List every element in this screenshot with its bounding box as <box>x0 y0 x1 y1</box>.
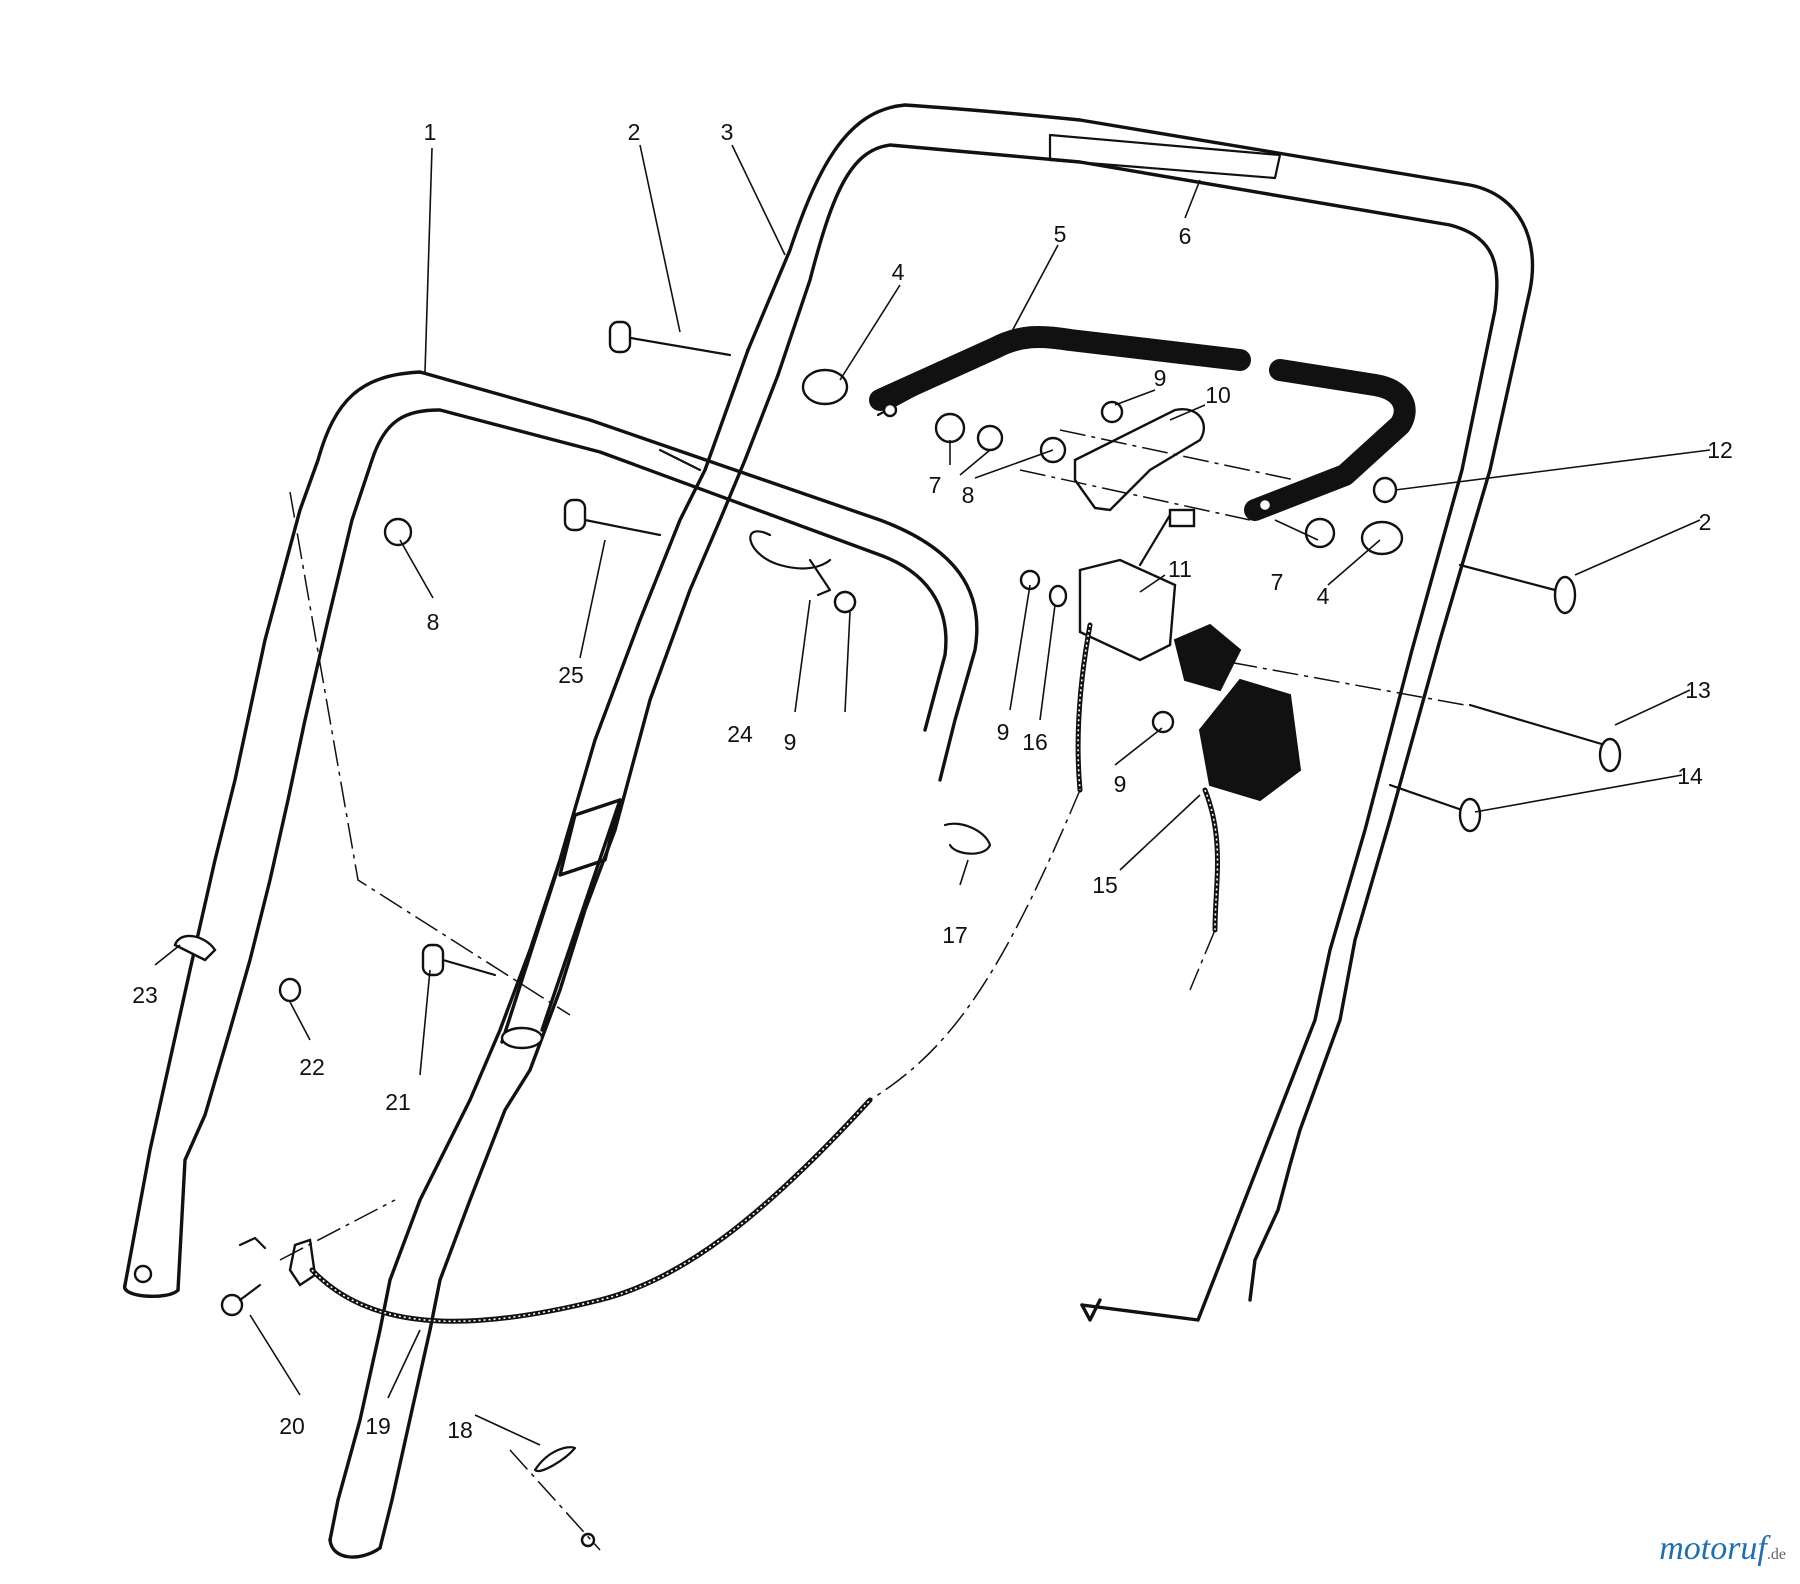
callout-21: 21 <box>385 1089 411 1115</box>
watermark-logo: motoruf.de <box>1659 1530 1786 1568</box>
callout-9b: 9 <box>784 729 797 755</box>
callout-8: 8 <box>962 482 975 508</box>
callout-22: 22 <box>299 1054 325 1080</box>
callout-24: 24 <box>727 721 753 747</box>
callout-25: 25 <box>558 662 584 688</box>
callout-7b: 7 <box>1271 569 1284 595</box>
hardware <box>173 320 1622 1473</box>
callout-15: 15 <box>1092 872 1118 898</box>
callout-5: 5 <box>1054 221 1067 247</box>
assembly-lines <box>279 429 1466 1551</box>
callout-4: 4 <box>892 259 905 285</box>
callout-4b: 4 <box>1317 583 1330 609</box>
upper-handle <box>328 103 1535 1559</box>
callout-12: 12 <box>1707 437 1733 463</box>
callout-16: 16 <box>1022 729 1048 755</box>
callout-2b: 2 <box>1699 509 1712 535</box>
callout-6: 6 <box>1179 223 1192 249</box>
callout-9d: 9 <box>1114 771 1127 797</box>
callout-11: 11 <box>1168 556 1192 582</box>
callout-14: 14 <box>1677 763 1703 789</box>
callout-23: 23 <box>132 982 158 1008</box>
callout-9: 9 <box>1154 365 1167 391</box>
callout-7: 7 <box>929 472 942 498</box>
callout-labels: 1 2 3 4 5 6 7 8 9 10 12 2 7 4 11 8 25 24… <box>132 119 1733 1443</box>
callout-17: 17 <box>942 922 968 948</box>
callout-20: 20 <box>279 1413 305 1439</box>
callout-13: 13 <box>1685 677 1711 703</box>
callout-2: 2 <box>628 119 641 145</box>
callout-8b: 8 <box>427 609 440 635</box>
leader-lines <box>154 144 1711 1446</box>
lower-handle <box>123 370 979 1299</box>
cables <box>309 622 1220 1324</box>
watermark-brand: motoruf <box>1659 1530 1767 1567</box>
callout-19: 19 <box>365 1413 391 1439</box>
callout-1: 1 <box>424 119 437 145</box>
callout-18: 18 <box>447 1417 473 1443</box>
watermark-tld: .de <box>1766 1546 1786 1563</box>
callout-3: 3 <box>721 119 734 145</box>
callout-9c: 9 <box>997 719 1010 745</box>
control-bail <box>869 325 1416 522</box>
callout-10: 10 <box>1205 382 1231 408</box>
